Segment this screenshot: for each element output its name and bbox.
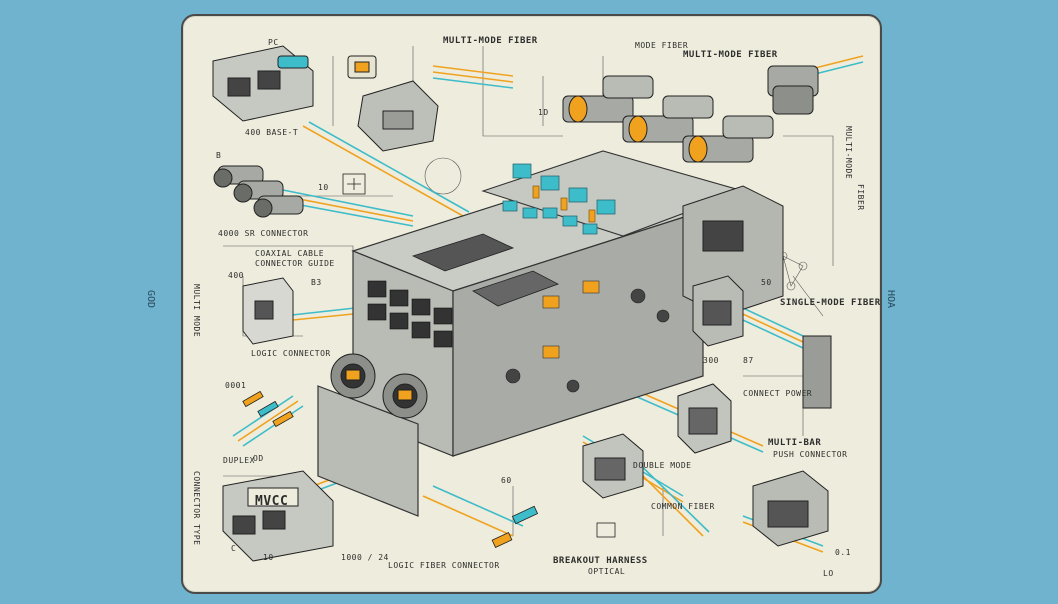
- label-connector-guide: CONNECTOR GUIDE: [255, 259, 335, 268]
- side-label-left: GOD: [145, 290, 156, 309]
- side-label-right: HOA: [885, 290, 896, 309]
- label-multi-bar: MULTI-BAR: [768, 438, 822, 448]
- label-mvcc: MVCC: [255, 494, 289, 509]
- label-50: 50: [761, 278, 772, 287]
- label-single-mode: SINGLE-MODE FIBER: [780, 298, 881, 308]
- annotation-glyphs: [342, 173, 616, 538]
- label-breakout-harness: BREAKOUT HARNESS: [553, 556, 648, 566]
- right-connectors: [582, 275, 832, 547]
- label-4000-connector: 4000 SR CONNECTOR: [218, 229, 309, 238]
- label-coaxial: COAXIAL CABLE: [255, 249, 325, 258]
- label-logic-fiber-connector: LOGIC FIBER CONNECTOR: [388, 561, 500, 570]
- label-400: 400: [228, 271, 244, 280]
- label-0001: 0001: [225, 381, 247, 390]
- fiber-module-bank: [481, 150, 745, 237]
- diagram-sheet: MULTI-MODE FIBER MULTI-MODE FIBER MODE F…: [181, 14, 882, 594]
- vertical-label-left-2: CONNECTOR TYPE: [192, 471, 201, 546]
- main-switch: [317, 170, 705, 517]
- label-connect-power: CONNECT POWER: [743, 389, 813, 398]
- label-1d: 1D: [538, 108, 549, 117]
- vertical-label-right-1: MULTI-MODE: [844, 126, 853, 180]
- rj45-module-top-left: [212, 45, 314, 122]
- label-10b: 10: [263, 553, 274, 562]
- left-cylinders: [213, 165, 304, 218]
- label-87: 87: [743, 356, 754, 365]
- label-od: OD: [253, 454, 264, 463]
- label-multi-mode-top: MULTI-MODE FIBER: [443, 36, 538, 46]
- mvcc-module: [222, 470, 334, 562]
- label-lo: LO: [823, 569, 834, 578]
- label-logic-connector: LOGIC CONNECTOR: [251, 349, 331, 358]
- label-300: 300: [703, 356, 719, 365]
- hardware-diagram: [212, 45, 864, 562]
- label-pc: PC: [268, 38, 279, 47]
- label-b3: B3: [311, 278, 322, 287]
- label-1000-24: 1000 / 24: [341, 553, 389, 562]
- label-c: C: [231, 544, 237, 553]
- fiber-cylinders: [562, 75, 774, 163]
- label-400-base-t: 400 BASE-T: [245, 128, 299, 137]
- label-duplex: DUPLEX: [223, 456, 255, 465]
- label-60: 60: [501, 476, 512, 485]
- label-multi-mode-right: MULTI-MODE FIBER: [683, 50, 778, 60]
- top-connector: [347, 55, 439, 152]
- label-b: B: [216, 151, 222, 160]
- label-mode-fiber-small: MODE FIBER: [635, 41, 689, 50]
- wall-jack: [242, 277, 294, 345]
- vertical-label-right-2: FIBER: [856, 184, 865, 211]
- label-push-connector: PUSH CONNECTOR: [773, 450, 848, 459]
- label-double-mode: DOUBLE MODE: [633, 461, 692, 470]
- label-01: 0.1: [835, 548, 851, 557]
- label-common-fiber: COMMON FIBER: [651, 502, 715, 511]
- pins: [242, 390, 539, 548]
- vertical-label-left-1: MULTI MODE: [192, 284, 201, 338]
- label-breakout-sub: OPTICAL: [588, 567, 626, 576]
- label-10: 10: [318, 183, 329, 192]
